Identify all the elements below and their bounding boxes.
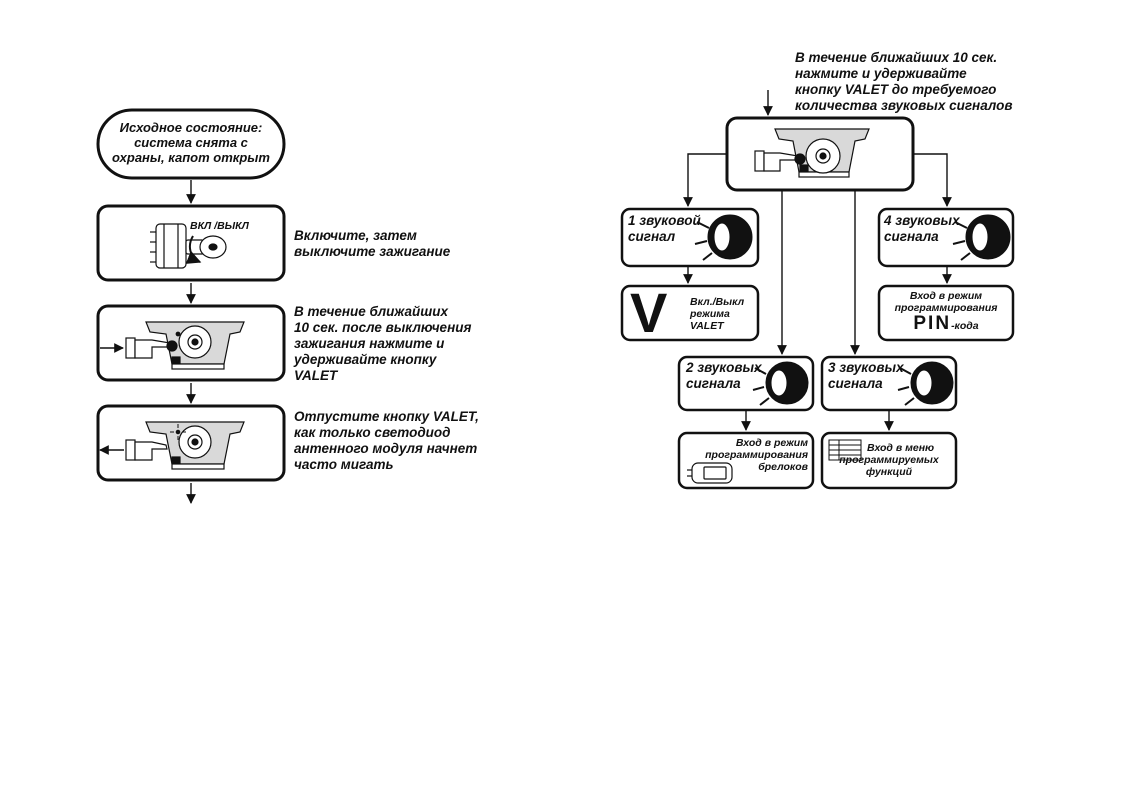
start-line-3: охраны, капот открыт: [112, 150, 270, 165]
pin-suffix: -кода: [951, 320, 979, 332]
result-3-line-2: программируемых: [839, 454, 939, 466]
signal-2-line-1: 2 звуковых: [686, 360, 762, 375]
result-box-1: [620, 284, 760, 342]
signal-4-text: 4 звуковых сигнала: [884, 213, 960, 245]
start-box: [96, 108, 286, 180]
result-1-text: Вкл./Выкл режима VALET: [690, 296, 744, 332]
step3-line-1: Отпустите кнопку VALET,: [294, 409, 479, 424]
step2-line-2: 10 сек. после выключения: [294, 320, 472, 335]
siren-icon-2: [752, 361, 809, 406]
siren-icon-3: [897, 361, 954, 406]
result-4-text: Вход в режим программирования PIN-кода: [880, 290, 1012, 336]
antenna-module-icon: [145, 321, 245, 370]
start-state-text: Исходное состояние: система снята с охра…: [104, 120, 278, 165]
ignition-key-icon: [150, 223, 227, 269]
start-line-1: Исходное состояние:: [119, 120, 263, 135]
step3-text: Отпустите кнопку VALET, как только свето…: [294, 409, 479, 473]
result-1-line-3: VALET: [690, 320, 724, 332]
pin-label: PIN: [913, 313, 952, 334]
instruction-line-4: количества звуковых сигналов: [795, 98, 1013, 113]
signal-3-line-1: 3 звуковых: [828, 360, 904, 375]
step3-line-3: антенного модуля начнет: [294, 441, 478, 456]
signal-3-line-2: сигнала: [828, 376, 883, 391]
step1-line-2: выключите зажигание: [294, 244, 451, 259]
step3-line-4: часто мигать: [294, 457, 394, 472]
step2-line-5: VALET: [294, 368, 338, 383]
branch-line-4: [913, 153, 952, 207]
signal-1-text: 1 звуковой сигнал: [628, 213, 701, 245]
led-blink-icon: [170, 424, 186, 440]
step2-line-4: удерживайте кнопку: [294, 352, 437, 367]
start-line-2: система снята с: [134, 135, 248, 150]
hand-release-icon: [125, 439, 168, 461]
instruction-line-2: нажмите и удерживайте: [795, 66, 967, 81]
menu-table-icon: [828, 439, 862, 461]
signal-1-line-1: 1 звуковой: [628, 213, 701, 228]
signal-2-line-2: сигнала: [686, 376, 741, 391]
result-3-line-3: функций: [865, 466, 913, 478]
result-2-line-3: брелоков: [758, 461, 808, 473]
result-1-line-1: Вкл./Выкл: [690, 296, 745, 308]
step2-line-1: В течение ближайших: [294, 304, 448, 319]
instruction-text: В течение ближайших 10 сек. нажмите и уд…: [795, 50, 1013, 114]
instruction-line-3: кнопку VALET до требуемого: [795, 82, 997, 97]
hand-press-icon-top: [754, 150, 806, 172]
key-fob-icon: [687, 462, 733, 484]
step1-text: Включите, затем выключите зажигание: [294, 228, 450, 260]
valet-v-letter: V: [630, 281, 668, 344]
result-3-line-1: Вход в меню: [867, 442, 935, 454]
step3-line-2: как только светодиод: [294, 425, 451, 440]
result-box-4: [877, 284, 1015, 342]
instruction-line-1: В течение ближайших 10 сек.: [795, 50, 998, 65]
signal-3-text: 3 звуковых сигнала: [828, 360, 904, 392]
result-2-text: Вход в режим программирования брелоков: [684, 437, 808, 473]
branch-line-1: [683, 153, 727, 207]
result-4-line-1: Вход в режим: [909, 290, 983, 302]
result-4-line-2: программирования: [894, 302, 998, 314]
signal-1-line-2: сигнал: [628, 229, 676, 244]
result-2-line-1: Вход в режим: [735, 437, 808, 449]
result-3-text: программируемых функций: [826, 454, 952, 478]
ignition-label: ВКЛ /ВЫКЛ: [190, 220, 249, 232]
result-2-line-2: программирования: [705, 449, 808, 461]
antenna-module-icon-release: [145, 421, 245, 470]
step1-line-1: Включите, затем: [294, 228, 417, 243]
signal-4-line-2: сигнала: [884, 229, 939, 244]
step2-line-3: зажигания нажмите и: [294, 336, 445, 351]
signal-2-text: 2 звуковых сигнала: [686, 360, 762, 392]
siren-icon-1: [694, 214, 753, 261]
signal-4-line-1: 4 звуковых: [884, 213, 960, 228]
result-1-line-2: режима: [690, 308, 730, 320]
result-4-pin-row: PIN-кода: [880, 314, 1012, 336]
hand-press-icon: [125, 337, 178, 359]
step2-text: В течение ближайших 10 сек. после выключ…: [294, 304, 471, 384]
siren-icon-4: [952, 214, 1011, 261]
